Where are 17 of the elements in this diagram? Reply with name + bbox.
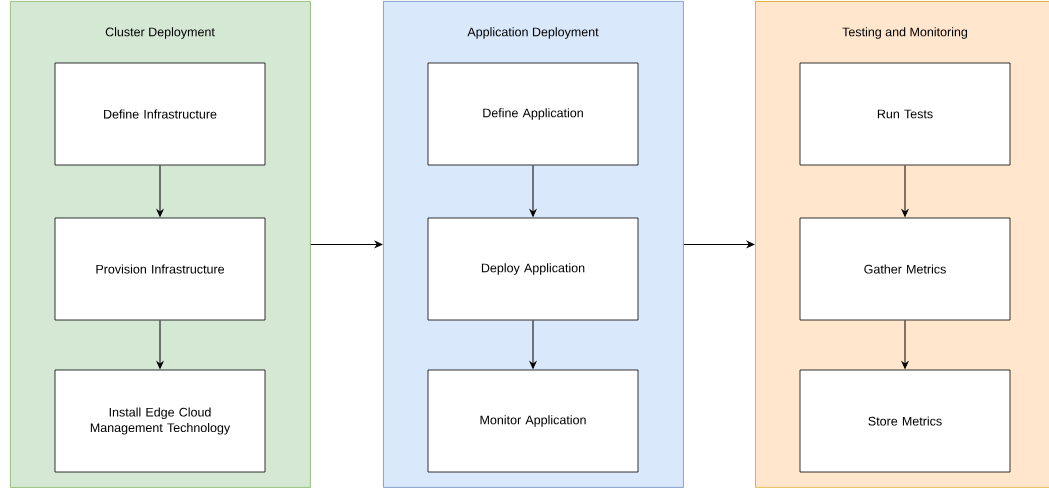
process-box: Gather Metrics	[799, 217, 1011, 321]
process-box: Deploy Application	[427, 217, 639, 321]
arrow	[901, 319, 909, 369]
arrow	[529, 319, 537, 369]
process-box: Define Application	[427, 62, 639, 166]
arrow	[310, 241, 383, 248]
process-box: Run Tests	[799, 62, 1011, 166]
process-box: Define Infrastructure	[54, 62, 266, 166]
process-box: Provision Infrastructure	[54, 217, 266, 321]
process-box: Install Edge Cloud Management Technology	[54, 369, 266, 473]
arrow	[156, 164, 164, 217]
arrow	[156, 319, 164, 369]
arrow	[901, 164, 909, 217]
process-box: Monitor Application	[427, 369, 639, 473]
process-box: Store Metrics	[799, 369, 1011, 473]
arrow	[529, 164, 537, 217]
arrow	[683, 241, 755, 248]
